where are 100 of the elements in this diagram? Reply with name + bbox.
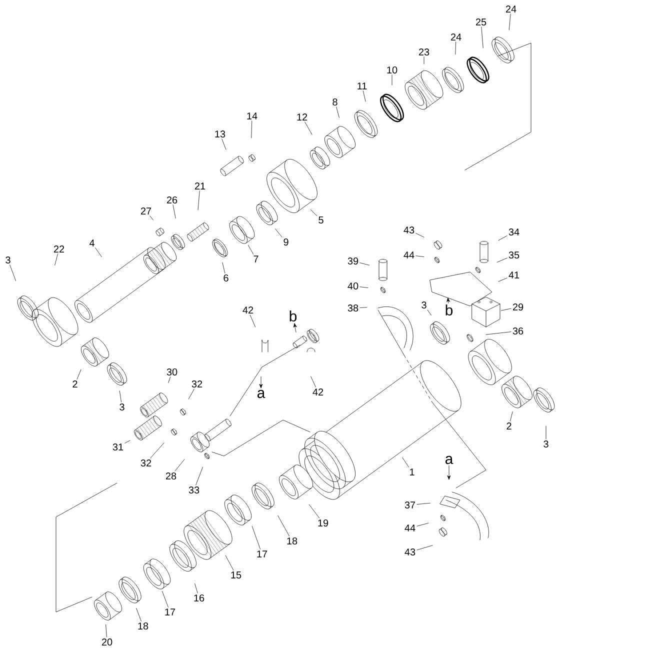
callout-number: 17 <box>257 550 268 558</box>
callout-number: 24 <box>450 34 462 40</box>
leader-line <box>250 314 256 328</box>
leader-line <box>275 228 282 238</box>
callout-number: 43 <box>404 226 414 234</box>
leader-line <box>508 14 511 30</box>
callout-number: 18 <box>287 537 298 545</box>
leader-line <box>225 555 234 570</box>
leader-line <box>360 262 370 266</box>
leader-line <box>310 210 318 216</box>
callout-number: 9 <box>284 238 288 246</box>
callout-number: 44 <box>404 252 414 258</box>
callout-number: 2 <box>506 422 512 430</box>
reference-letter: b <box>290 310 297 322</box>
leader-line <box>119 390 122 402</box>
leader-line <box>336 106 340 118</box>
callout-number: 2 <box>72 380 78 388</box>
leader-line <box>172 204 176 218</box>
callout-number: 32 <box>192 380 202 388</box>
callout-number: 26 <box>166 196 178 204</box>
leader-line <box>252 526 260 550</box>
leader-line <box>455 42 456 55</box>
leader-line <box>402 457 409 468</box>
callout-number: 10 <box>387 66 398 74</box>
leader-line <box>496 258 508 262</box>
reference-letter: a <box>258 390 266 398</box>
callout-number: 25 <box>476 18 486 26</box>
callout-number: 3 <box>422 301 426 309</box>
leader-line <box>360 307 367 308</box>
leader-line <box>174 459 185 472</box>
callout-number: 22 <box>54 246 64 252</box>
leader-line <box>510 411 513 422</box>
callout-number: 3 <box>6 256 10 264</box>
callout-number: 40 <box>348 282 358 290</box>
callout-number: 18 <box>138 622 148 630</box>
leader-line <box>188 388 194 400</box>
leader-line <box>76 369 82 380</box>
callout-number: 23 <box>418 48 430 56</box>
callout-number: 35 <box>508 251 520 259</box>
leader-line <box>168 376 171 383</box>
callout-number: 15 <box>231 572 242 578</box>
callout-number: 39 <box>348 257 358 265</box>
leader-line <box>106 624 107 638</box>
leader-line <box>222 262 226 274</box>
leader-line <box>304 122 312 135</box>
leader-line <box>498 278 508 282</box>
callout-number: 14 <box>247 112 258 120</box>
leader-line <box>222 138 226 150</box>
callout-number: 33 <box>188 486 200 494</box>
leader-line <box>416 502 430 505</box>
callout-number: 8 <box>332 98 338 106</box>
leader-line <box>501 308 512 311</box>
callout-number: 13 <box>215 130 226 138</box>
callout-number: 5 <box>318 216 324 224</box>
callout-number: 42 <box>312 388 324 396</box>
leader-line <box>416 256 424 257</box>
reference-letter: b <box>446 304 453 316</box>
callout-number: 32 <box>140 459 152 467</box>
callout-number: 44 <box>404 524 416 532</box>
leader-line <box>136 608 142 622</box>
leader-line <box>310 376 316 388</box>
leader-line <box>486 332 512 335</box>
callout-number: 28 <box>166 472 176 480</box>
callout-number: 43 <box>404 548 416 556</box>
callout-number: 29 <box>512 303 524 311</box>
arrow <box>259 376 263 388</box>
leader-line <box>251 120 252 138</box>
leader-line <box>416 545 433 550</box>
leader-line <box>278 515 290 536</box>
callout-number: 1 <box>410 468 414 476</box>
leader-line <box>124 440 130 444</box>
leader-line <box>427 310 432 316</box>
callout-number: 42 <box>242 306 254 314</box>
leader-line <box>416 522 429 526</box>
callout-number: 7 <box>254 256 258 262</box>
callout-number: 21 <box>194 182 206 190</box>
callout-number: 24 <box>506 6 516 12</box>
callout-number: 3 <box>544 440 548 448</box>
callout-number: 36 <box>512 327 524 335</box>
arrow <box>446 298 450 304</box>
callout-number: 34 <box>508 228 520 236</box>
callout-number: 6 <box>224 274 228 282</box>
callout-number: 30 <box>166 368 178 376</box>
callout-number: 4 <box>89 240 94 246</box>
leader-line <box>248 245 254 254</box>
leader-line <box>362 90 366 102</box>
leader-line <box>416 233 424 238</box>
leader-line <box>360 286 368 288</box>
callout-number: 38 <box>348 304 358 312</box>
leader-line <box>481 26 484 48</box>
callout-number: 16 <box>194 594 204 602</box>
callout-number: 12 <box>297 114 308 120</box>
arrow <box>447 465 451 480</box>
callout-number: 37 <box>404 501 416 509</box>
callout-number: 27 <box>140 208 152 214</box>
leader-line <box>10 264 16 281</box>
callout-number: 31 <box>112 443 124 451</box>
callout-number: 17 <box>165 608 176 616</box>
leader-line <box>198 190 200 210</box>
leader-line <box>150 216 154 220</box>
